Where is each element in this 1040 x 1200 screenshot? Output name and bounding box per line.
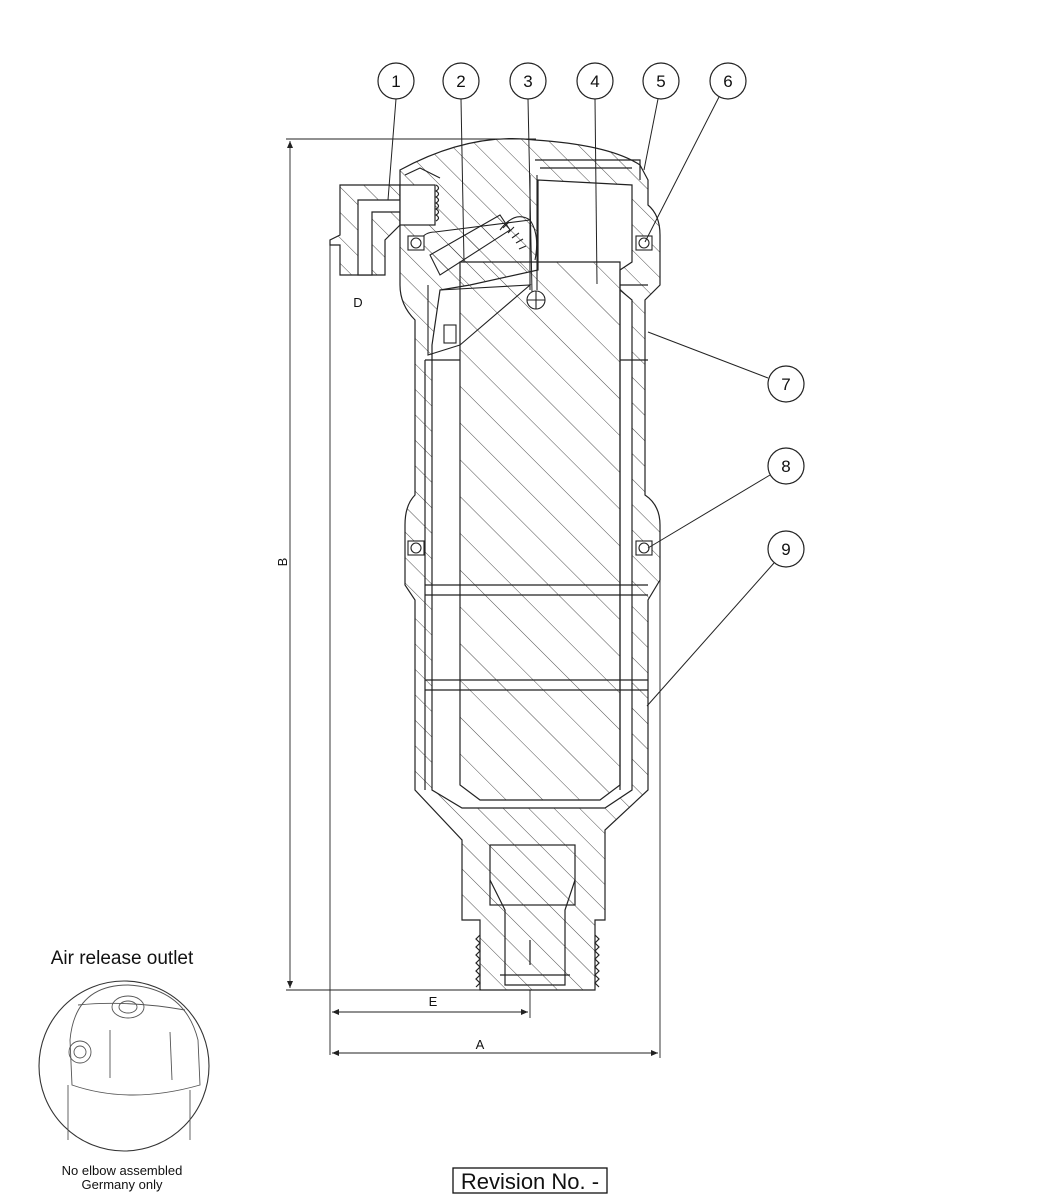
balloon-number: 1 [391,72,400,91]
balloon-number: 3 [523,72,532,91]
inset-title: Air release outlet [51,948,194,969]
balloon-9: 9 [646,530,805,707]
revision-box: Revision No. - [452,1167,608,1194]
balloon-3: 3 [509,62,547,293]
revision-label: Revision No. - [461,1169,599,1194]
dimension-d-label: D [353,295,362,310]
balloon-number: 2 [456,72,465,91]
balloon-6: 6 [644,62,747,243]
balloon-8: 8 [647,447,805,549]
balloon-number: 5 [656,72,665,91]
balloon-1: 1 [377,62,415,201]
balloon-number: 6 [723,72,732,91]
inset-detail [38,980,210,1152]
dimension-a [332,580,661,1058]
float [459,261,621,801]
lever-mechanism [419,175,546,356]
o-rings [407,235,653,556]
balloon-7: 7 [647,331,805,403]
balloons: 1 2 3 4 5 6 7 [377,62,805,707]
elbow-fitting [329,167,441,1055]
balloon-4: 4 [576,62,614,285]
balloon-number: 7 [781,375,790,394]
balloon-2: 2 [442,62,480,263]
dimension-a-label: A [476,1037,485,1052]
inset-note-line-2: Germany only [82,1177,163,1192]
balloon-number: 8 [781,457,790,476]
dimension-e-label: E [429,994,438,1009]
balloon-number: 4 [590,72,599,91]
balloon-number: 9 [781,540,790,559]
dimension-b [286,138,536,991]
dimension-b-label: B [275,558,290,567]
dimension-e [332,990,531,1018]
inset-note-line-1: No elbow assembled [62,1163,183,1178]
balloon-5: 5 [642,62,680,171]
